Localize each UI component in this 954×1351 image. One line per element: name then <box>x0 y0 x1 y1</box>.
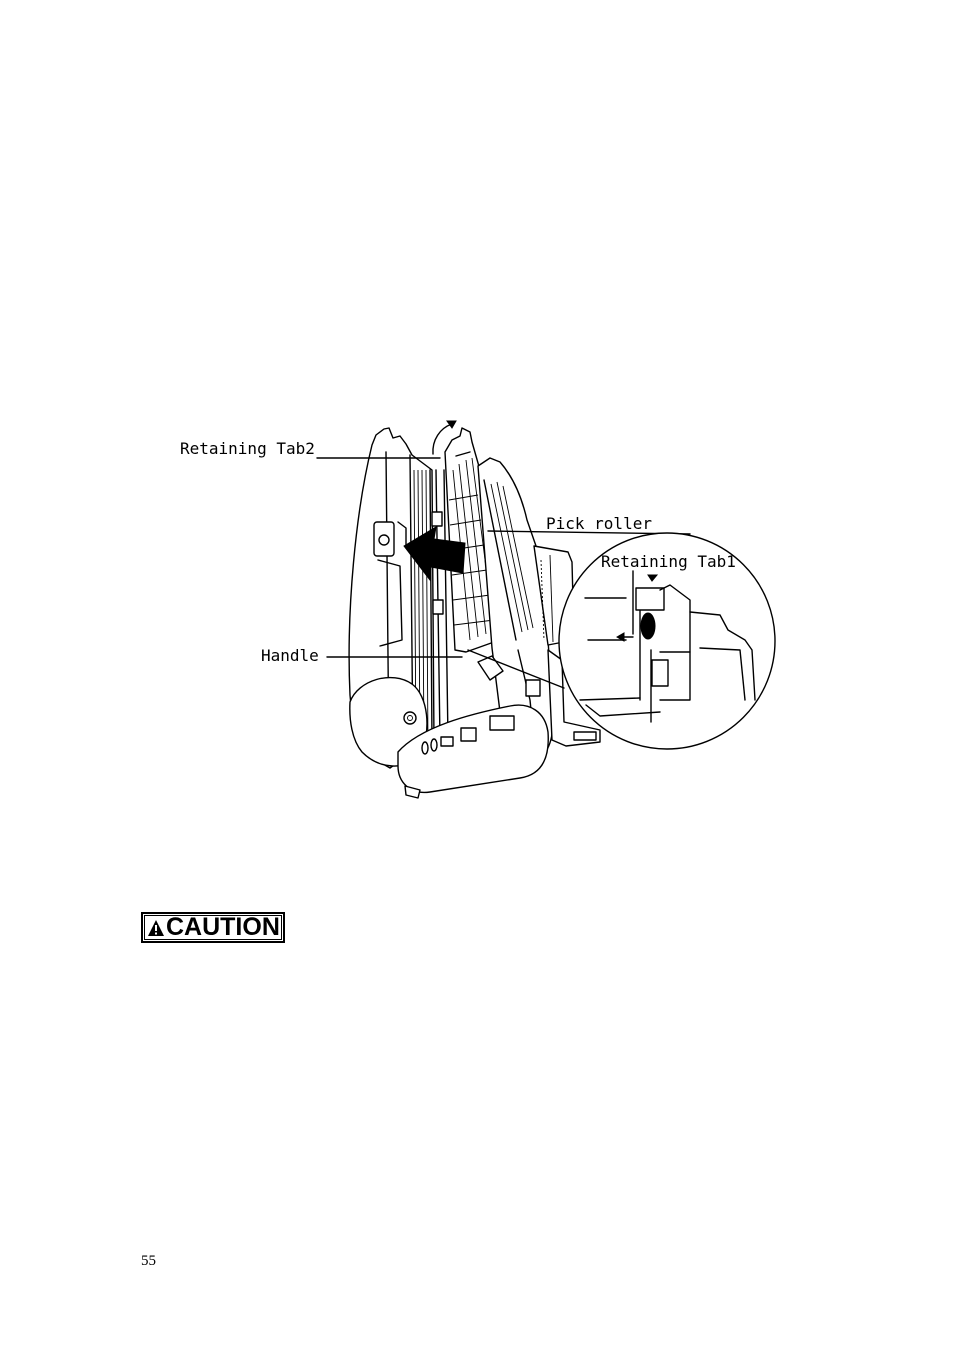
warning-triangle-icon <box>147 919 165 937</box>
pick-roller-detail <box>641 613 655 639</box>
scanner-illustration: Retaining Tab2 Pick roller Retaining Tab… <box>0 0 954 860</box>
page-number: 55 <box>141 1252 156 1270</box>
handle-label: Handle <box>261 646 319 665</box>
caution-badge: CAUTION <box>141 912 285 943</box>
caution-label: CAUTION <box>166 914 280 941</box>
retaining-tab1-label: Retaining Tab1 <box>601 552 736 571</box>
center-guide-strip <box>432 470 448 740</box>
pick-roller-label: Pick roller <box>546 514 652 533</box>
retaining-tab2-label: Retaining Tab2 <box>180 439 315 458</box>
